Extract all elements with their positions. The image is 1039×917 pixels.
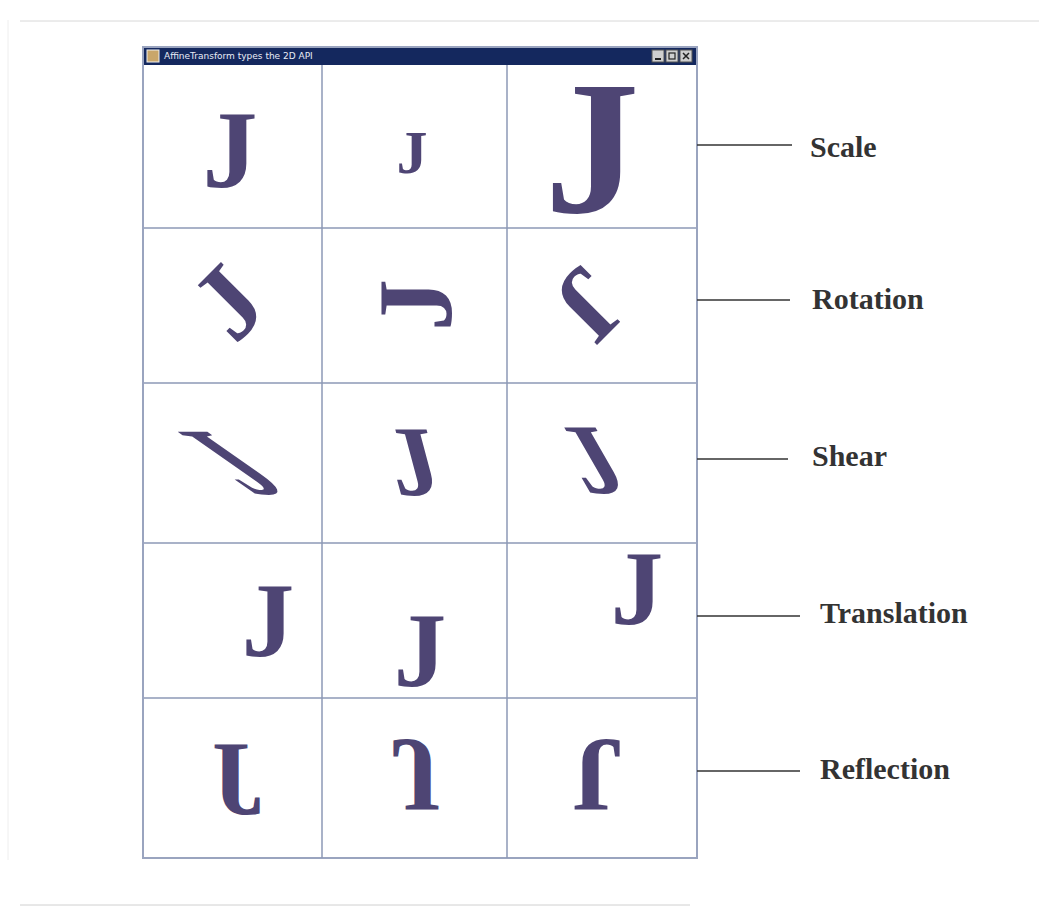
glyph-text: J xyxy=(538,410,646,510)
glyph-text: J xyxy=(394,598,447,703)
maximize-button xyxy=(666,50,678,62)
letter-glyph: J xyxy=(212,726,265,831)
letter-glyph: J xyxy=(545,53,640,243)
window-icon xyxy=(147,50,159,62)
glyph-text: J xyxy=(242,568,295,673)
transform-label: Translation xyxy=(820,598,968,628)
window-title: AffineTransform types the 2D API xyxy=(164,52,313,61)
glyph-text: J xyxy=(534,249,645,360)
letter-glyph: J xyxy=(242,568,295,673)
letter-glyph: J xyxy=(538,410,646,510)
letter-glyph: J xyxy=(534,249,645,360)
glyph-text: J xyxy=(172,246,283,357)
leader-lines xyxy=(697,145,800,771)
transform-label: Rotation xyxy=(812,284,924,314)
letter-glyph: J xyxy=(394,598,447,703)
label-text: Shear xyxy=(812,441,887,471)
transform-label: Reflection xyxy=(820,754,950,784)
glyph-text: J xyxy=(138,415,321,510)
glyph-text: J xyxy=(363,279,468,332)
glyph-text: J xyxy=(212,726,265,831)
transform-label: Shear xyxy=(812,441,887,471)
glyph-text: J xyxy=(203,95,258,205)
letter-glyph: J xyxy=(389,723,442,828)
button-glyph xyxy=(683,53,689,59)
transform-label: Scale xyxy=(810,132,877,162)
page-edge xyxy=(8,20,9,860)
letter-glyph: J xyxy=(363,279,468,332)
label-text: Reflection xyxy=(820,754,950,784)
letter-glyph: J xyxy=(375,412,452,512)
label-text: Scale xyxy=(810,132,877,162)
glyph-text: J xyxy=(389,723,442,828)
glyph-text: J xyxy=(375,412,452,512)
close-button xyxy=(680,50,692,62)
letter-glyph: J xyxy=(172,246,283,357)
letter-glyph: J xyxy=(572,723,625,828)
letter-glyph: J xyxy=(611,536,664,641)
letter-glyph: J xyxy=(397,121,428,183)
page-edge xyxy=(20,905,690,906)
label-text: Rotation xyxy=(812,284,924,314)
minimize-button xyxy=(652,50,664,62)
letter-glyph: J xyxy=(203,95,258,205)
button-glyph xyxy=(669,53,675,59)
label-text: Translation xyxy=(820,598,968,628)
glyph-text: J xyxy=(545,53,640,243)
label-text: AffineTransform types the 2D API xyxy=(164,52,313,61)
glyph-text: J xyxy=(611,536,664,641)
glyph-text: J xyxy=(572,723,625,828)
button-glyph xyxy=(655,58,661,60)
page-edge xyxy=(20,21,1039,22)
glyph-text: J xyxy=(397,121,428,183)
letter-glyph: J xyxy=(138,415,321,510)
